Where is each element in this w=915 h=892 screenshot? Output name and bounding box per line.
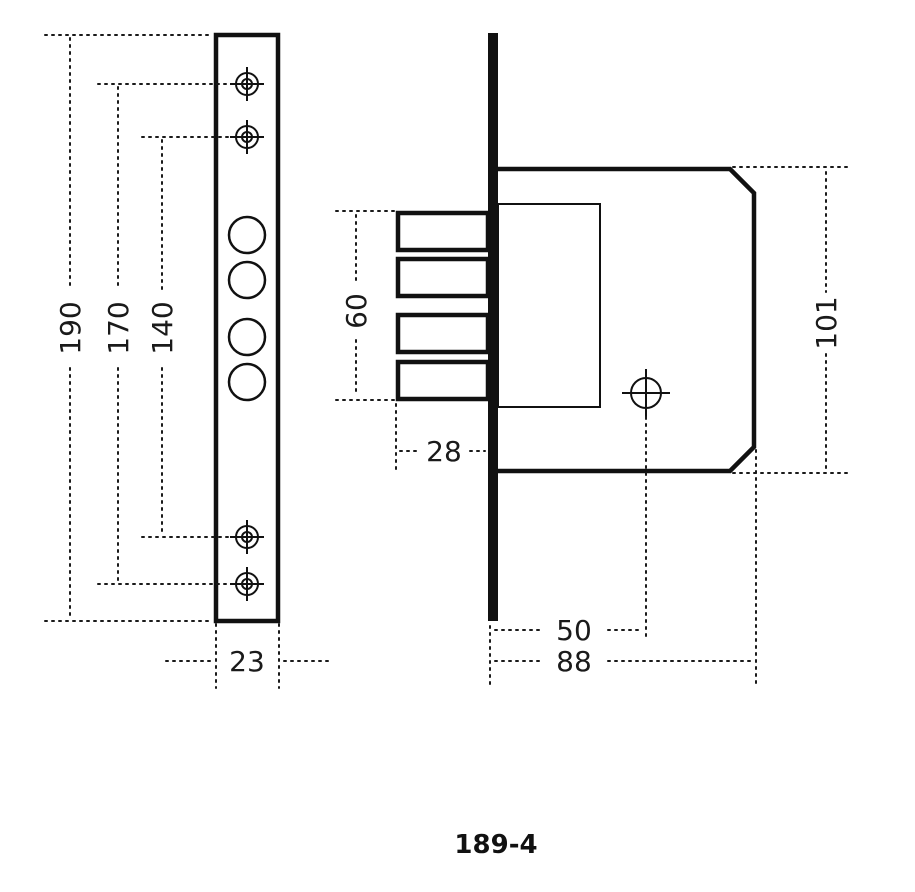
screw-hole-top-2 — [230, 120, 264, 154]
screw-hole-bottom-2 — [230, 567, 264, 601]
faceplate-dimension-lines — [44, 34, 329, 689]
model-number: 189-4 — [454, 830, 537, 860]
bolt-4 — [395, 359, 491, 402]
dimension-faceplate-width: 23 — [229, 645, 265, 678]
cylinder-hole — [622, 369, 670, 417]
dimension-bolt-throw: 28 — [426, 435, 462, 468]
bolt-1 — [395, 210, 491, 253]
dimension-bolt-group-height: 60 — [340, 293, 373, 329]
bolt-opening-3 — [227, 317, 267, 357]
faceplate-edge — [488, 33, 498, 621]
lock-body-side-view — [395, 33, 757, 621]
bolt-opening-4 — [227, 362, 267, 402]
bolt-carrier — [497, 203, 601, 408]
screw-hole-top-1 — [230, 67, 264, 101]
dimension-case-height: 101 — [810, 296, 843, 349]
bolt-opening-1 — [227, 215, 267, 255]
bolt-2 — [395, 256, 491, 299]
screw-hole-bottom-1 — [230, 520, 264, 554]
dimension-screw-spacing-outer: 170 — [102, 301, 135, 354]
dimension-case-depth: 88 — [556, 645, 592, 678]
faceplate-front-view — [213, 32, 281, 624]
lock-case-outline — [498, 166, 757, 474]
side-view-dimension-lines — [335, 166, 851, 689]
dimension-faceplate-length: 190 — [54, 301, 87, 354]
bolt-3 — [395, 312, 491, 355]
faceplate-outline — [213, 32, 281, 624]
dimension-screw-spacing-inner: 140 — [146, 301, 179, 354]
dimension-backset: 50 — [556, 614, 592, 647]
bolt-opening-2 — [227, 260, 267, 300]
